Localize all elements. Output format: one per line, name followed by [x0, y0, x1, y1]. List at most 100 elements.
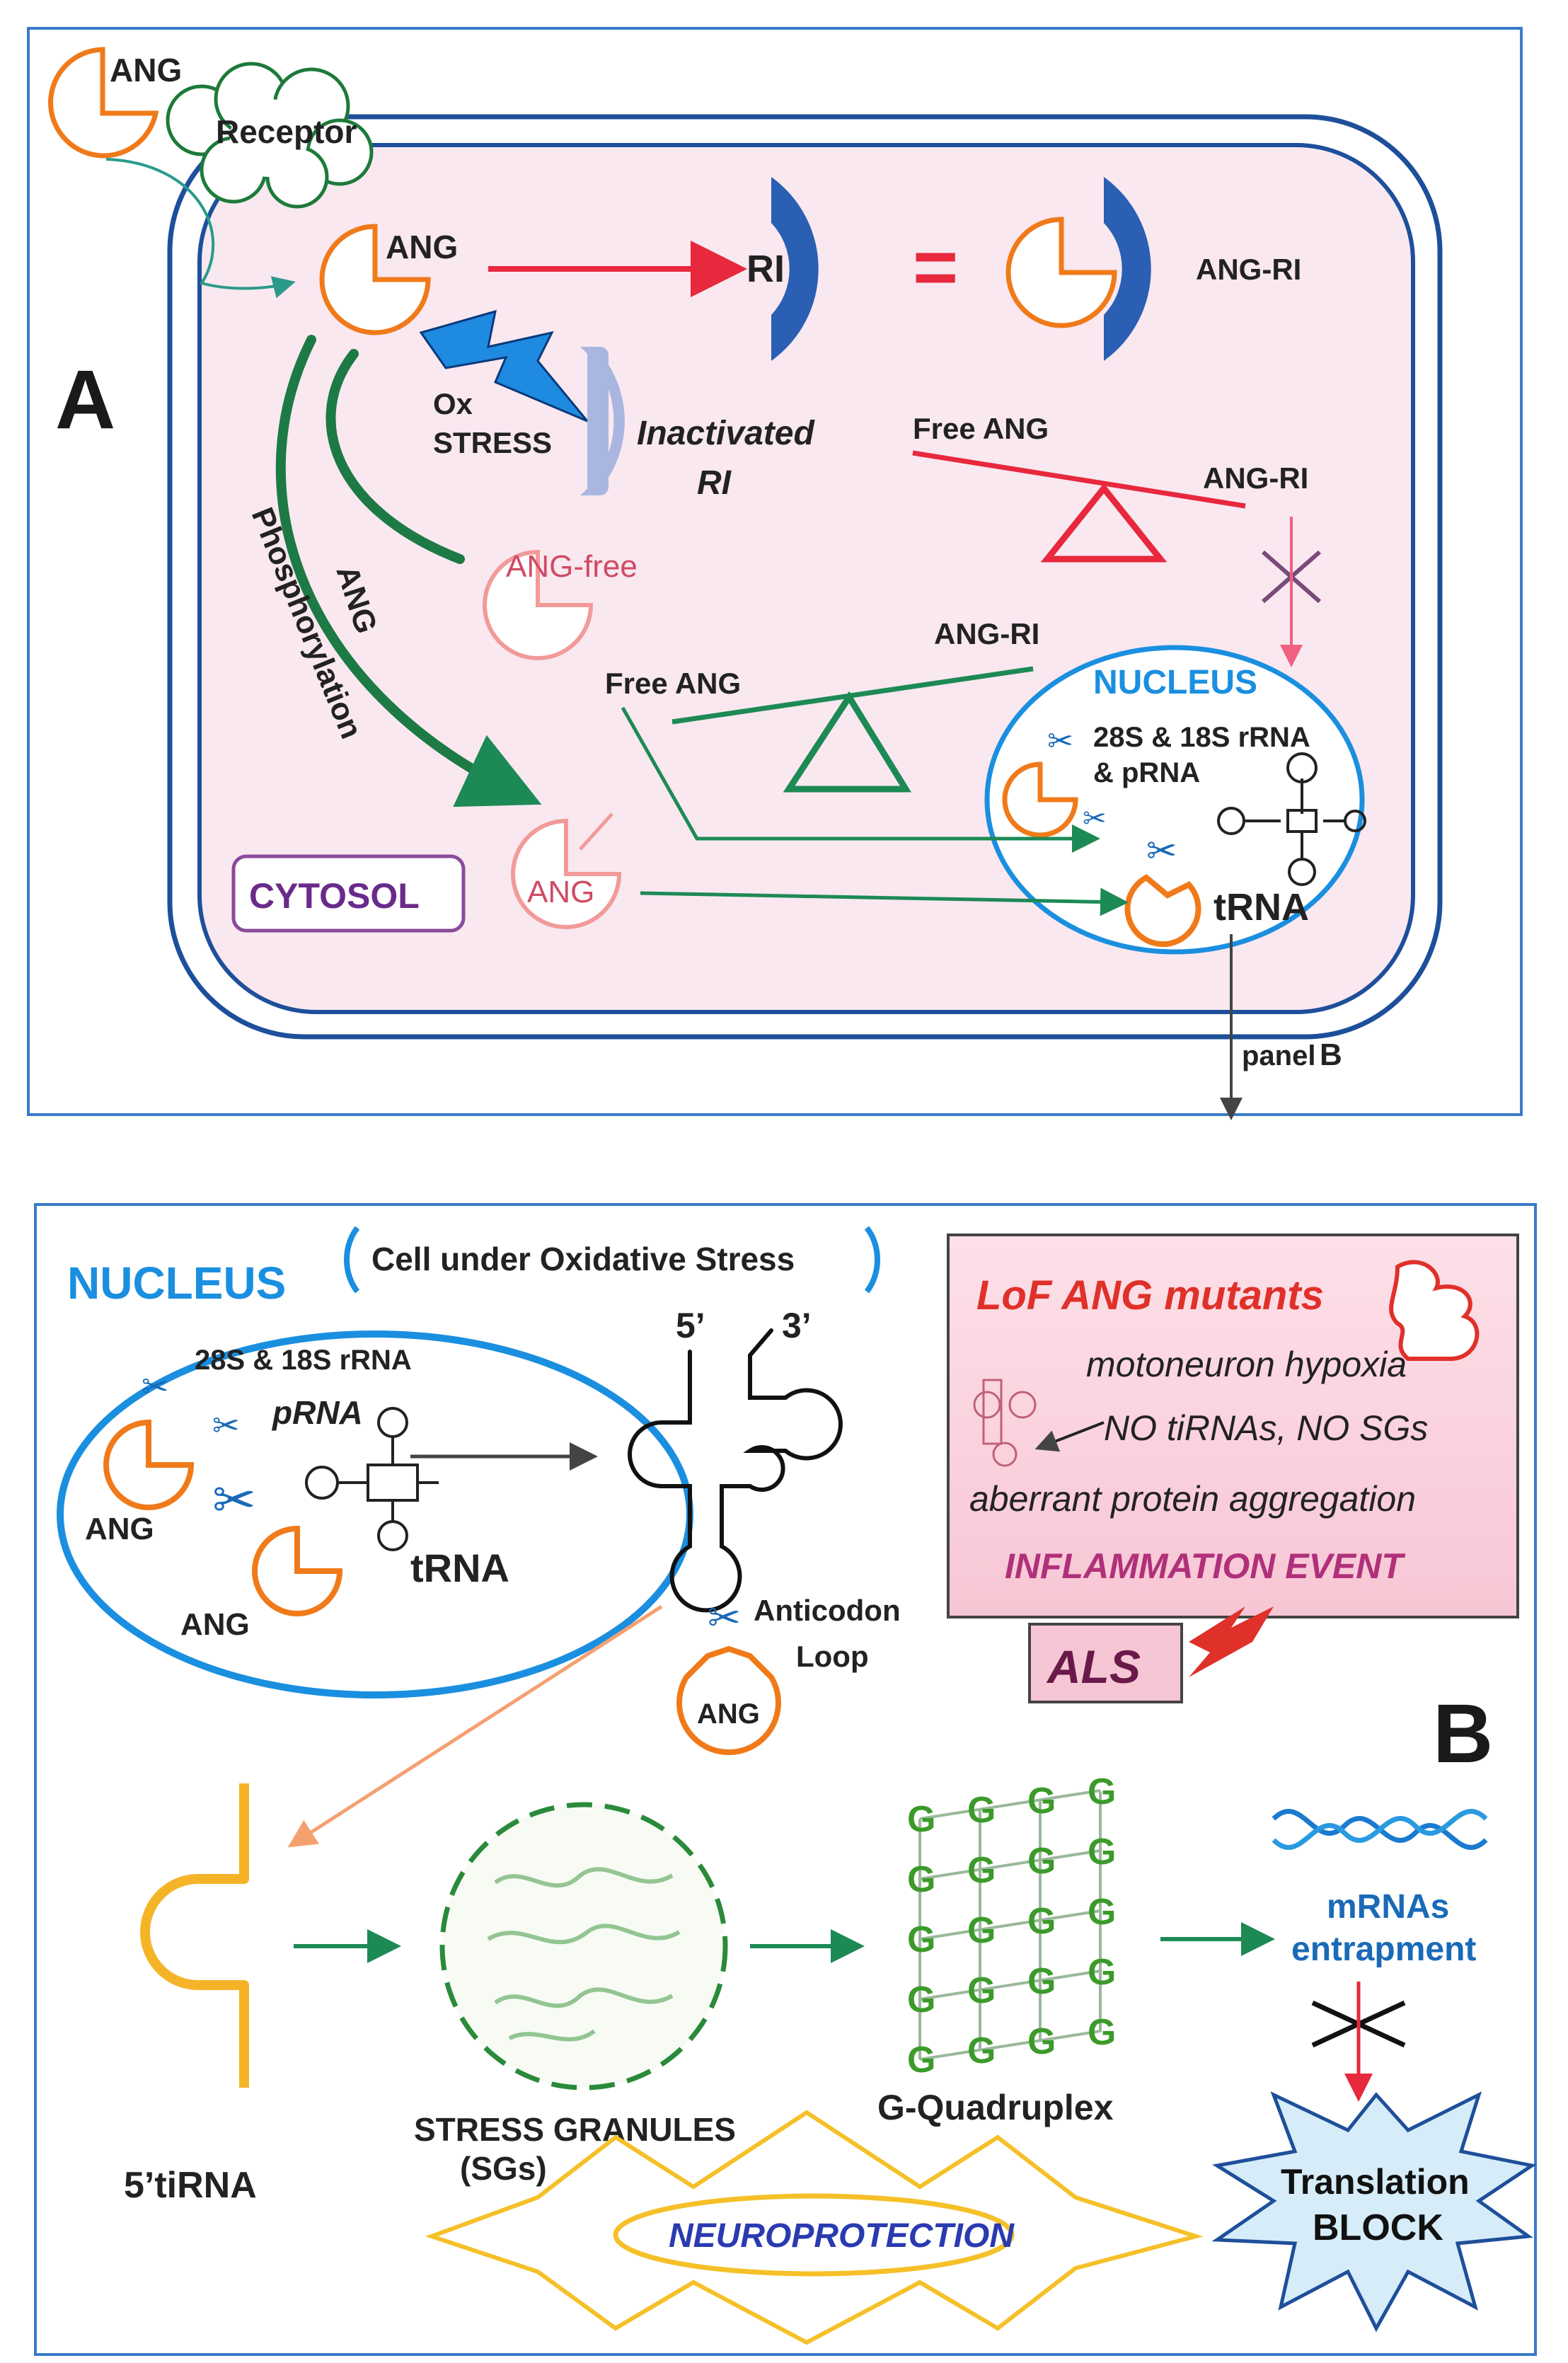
mutant-protein-icon	[1389, 1260, 1480, 1361]
inactivated-ri-shape	[580, 347, 625, 495]
gquad-g-letter: G	[907, 1979, 935, 2020]
stress-paren-right	[864, 1226, 880, 1294]
gquad-g-letter: G	[907, 2040, 935, 2081]
translation-block-star	[1211, 2091, 1537, 2333]
stress-granule-circle	[439, 1802, 728, 2091]
anticodon-line2: Loop	[796, 1640, 869, 1673]
mrna-helix-icon	[1272, 1809, 1488, 1850]
trna-icon-b-small	[305, 1407, 439, 1551]
gquad-label: G-Quadruplex	[877, 2088, 1114, 2127]
lof-pointer-arrow	[1034, 1421, 1105, 1452]
gquad-g-letter: G	[967, 1910, 996, 1951]
lower-seesaw-fulcrum	[783, 691, 912, 793]
scissors-icon-a1: ✂	[1047, 724, 1073, 759]
lof-line1: motoneuron hypoxia	[1086, 1345, 1407, 1384]
inactivated-ri-bar	[587, 347, 609, 495]
gquad-g-letter: G	[1088, 1771, 1116, 1812]
ox-stress-line1: Ox	[433, 387, 473, 420]
neuroprotection-burst	[425, 2110, 1204, 2345]
lof-title: LoF ANG mutants	[976, 1272, 1324, 1318]
neuroprotection-oval	[613, 2193, 1015, 2277]
inactivated-line1: Inactivated	[637, 415, 815, 452]
phos-curve-arrow	[275, 335, 542, 807]
rrna-line1-a: 28S & 18S rRNA	[1093, 722, 1310, 753]
trna-label-b: tRNA	[410, 1546, 509, 1590]
ang-phos-label: ANG	[527, 875, 594, 909]
gquad-g-letter: G	[907, 1859, 935, 1900]
five-prime-label: 5’	[676, 1306, 705, 1345]
inactivated-line2: RI	[697, 464, 732, 502]
ang-main-label: ANG	[386, 229, 458, 265]
trna-label-a: tRNA	[1214, 886, 1309, 928]
mrna-line2: entrapment	[1291, 1931, 1476, 1968]
ang-phos-mark	[579, 812, 613, 851]
neuroprotection-label: NEUROPROTECTION	[669, 2217, 1015, 2255]
panel-b: NUCLEUS Cell under Oxidative Stress 28S …	[34, 1203, 1537, 2356]
ox-stress-line2: STRESS	[433, 426, 552, 459]
scissors-icon-a3: ✂	[1146, 831, 1177, 872]
gquad-g-letter: G	[967, 1790, 996, 1831]
gquad-tier-line	[919, 1909, 1101, 1941]
free-ang-upper-label: Free ANG	[913, 412, 1049, 445]
cell-stress-label: Cell under Oxidative Stress	[371, 1241, 795, 1277]
ang-anticodon-label: ANG	[697, 1698, 760, 1730]
trna-to-tirna-arrow	[287, 1604, 663, 1848]
upper-seesaw-fulcrum	[1040, 483, 1168, 563]
gquad-tier-line	[919, 1970, 1101, 2001]
ang-top-label: ANG	[110, 52, 182, 88]
receptor-label: Receptor	[216, 113, 357, 150]
ox-curve-arrow	[325, 349, 465, 564]
lof-line3: aberrant protein aggregation	[969, 1479, 1416, 1519]
lof-line4: INFLAMMATION EVENT	[1005, 1546, 1406, 1586]
ang-anticodon-shape	[676, 1645, 781, 1755]
gquad-tier-line	[919, 2030, 1101, 2061]
panel-b-ref-letter: B	[1320, 1037, 1342, 1072]
gquad-g-letter: G	[1088, 1952, 1116, 1993]
ang-ri-complex-ri	[1104, 177, 1151, 361]
ang-nucleus-a2	[1124, 874, 1201, 948]
als-box	[1028, 1623, 1183, 1703]
ang-top-shape	[48, 47, 159, 159]
gquad-frame	[918, 1789, 1102, 2061]
panel-a: Receptor ANG ANG RI = ANG-RI Ox STRESS I…	[27, 27, 1523, 1120]
gquad-g-letter: G	[907, 1919, 935, 1960]
ang-label-b2: ANG	[180, 1607, 250, 1642]
gquad-g-letter: G	[967, 2030, 996, 2071]
gquad-g-letter: G	[1088, 2012, 1116, 2053]
gquad-g-letter: G	[1088, 1892, 1116, 1933]
free-ang-lower-label: Free ANG	[605, 667, 741, 700]
ang-label-b1: ANG	[85, 1512, 154, 1546]
lower-seesaw-beam	[671, 666, 1034, 725]
gquad-g-letter: G	[1027, 1901, 1056, 1942]
gquad-g-letter: G	[1027, 2021, 1056, 2062]
equals-sign: =	[913, 224, 958, 311]
gquad-g-letter: G	[967, 1850, 996, 1891]
ang-main-shape	[319, 224, 431, 335]
scissors-icon-anticodon: ✂	[708, 1595, 741, 1640]
mrna-line1: mRNAs	[1327, 1888, 1449, 1926]
gquad-g-letter: G	[967, 1970, 996, 2011]
sg-line2: (SGs)	[460, 2150, 547, 2187]
nucleus-panel-a	[984, 645, 1365, 955]
nucleus-label-b: NUCLEUS	[67, 1258, 286, 1309]
block-line1: Translation	[1281, 2162, 1470, 2202]
trna-icon-lof	[973, 1379, 1037, 1467]
panel-b-letter: B	[1433, 1687, 1493, 1781]
ang-ri-upper-label: ANG-RI	[1203, 461, 1308, 495]
gquad-g-letter: G	[1027, 1961, 1056, 2002]
gquad-g-letter: G	[1027, 1781, 1056, 1822]
gquad-g-letter: G	[1088, 1832, 1116, 1873]
phos-ang-to-nucleus-arrow	[640, 887, 1129, 916]
stress-granule-contents	[487, 1867, 681, 2042]
tirna-shape	[140, 1783, 249, 2088]
ang-nucleus-b1	[103, 1419, 195, 1510]
rrna-label-b: 28S & 18S rRNA	[195, 1345, 412, 1376]
stress-paren-left	[344, 1226, 360, 1294]
gquad-tier-line	[919, 1849, 1101, 1880]
nucleus-label-a: NUCLEUS	[1093, 664, 1257, 701]
lof-line2: NO tiRNAs, NO SGs	[1104, 1408, 1428, 1448]
ang-nucleus-a1	[1002, 761, 1078, 838]
free-ang-to-nucleus-arrow	[621, 706, 1100, 853]
ang-ri-label: ANG-RI	[1196, 253, 1301, 286]
